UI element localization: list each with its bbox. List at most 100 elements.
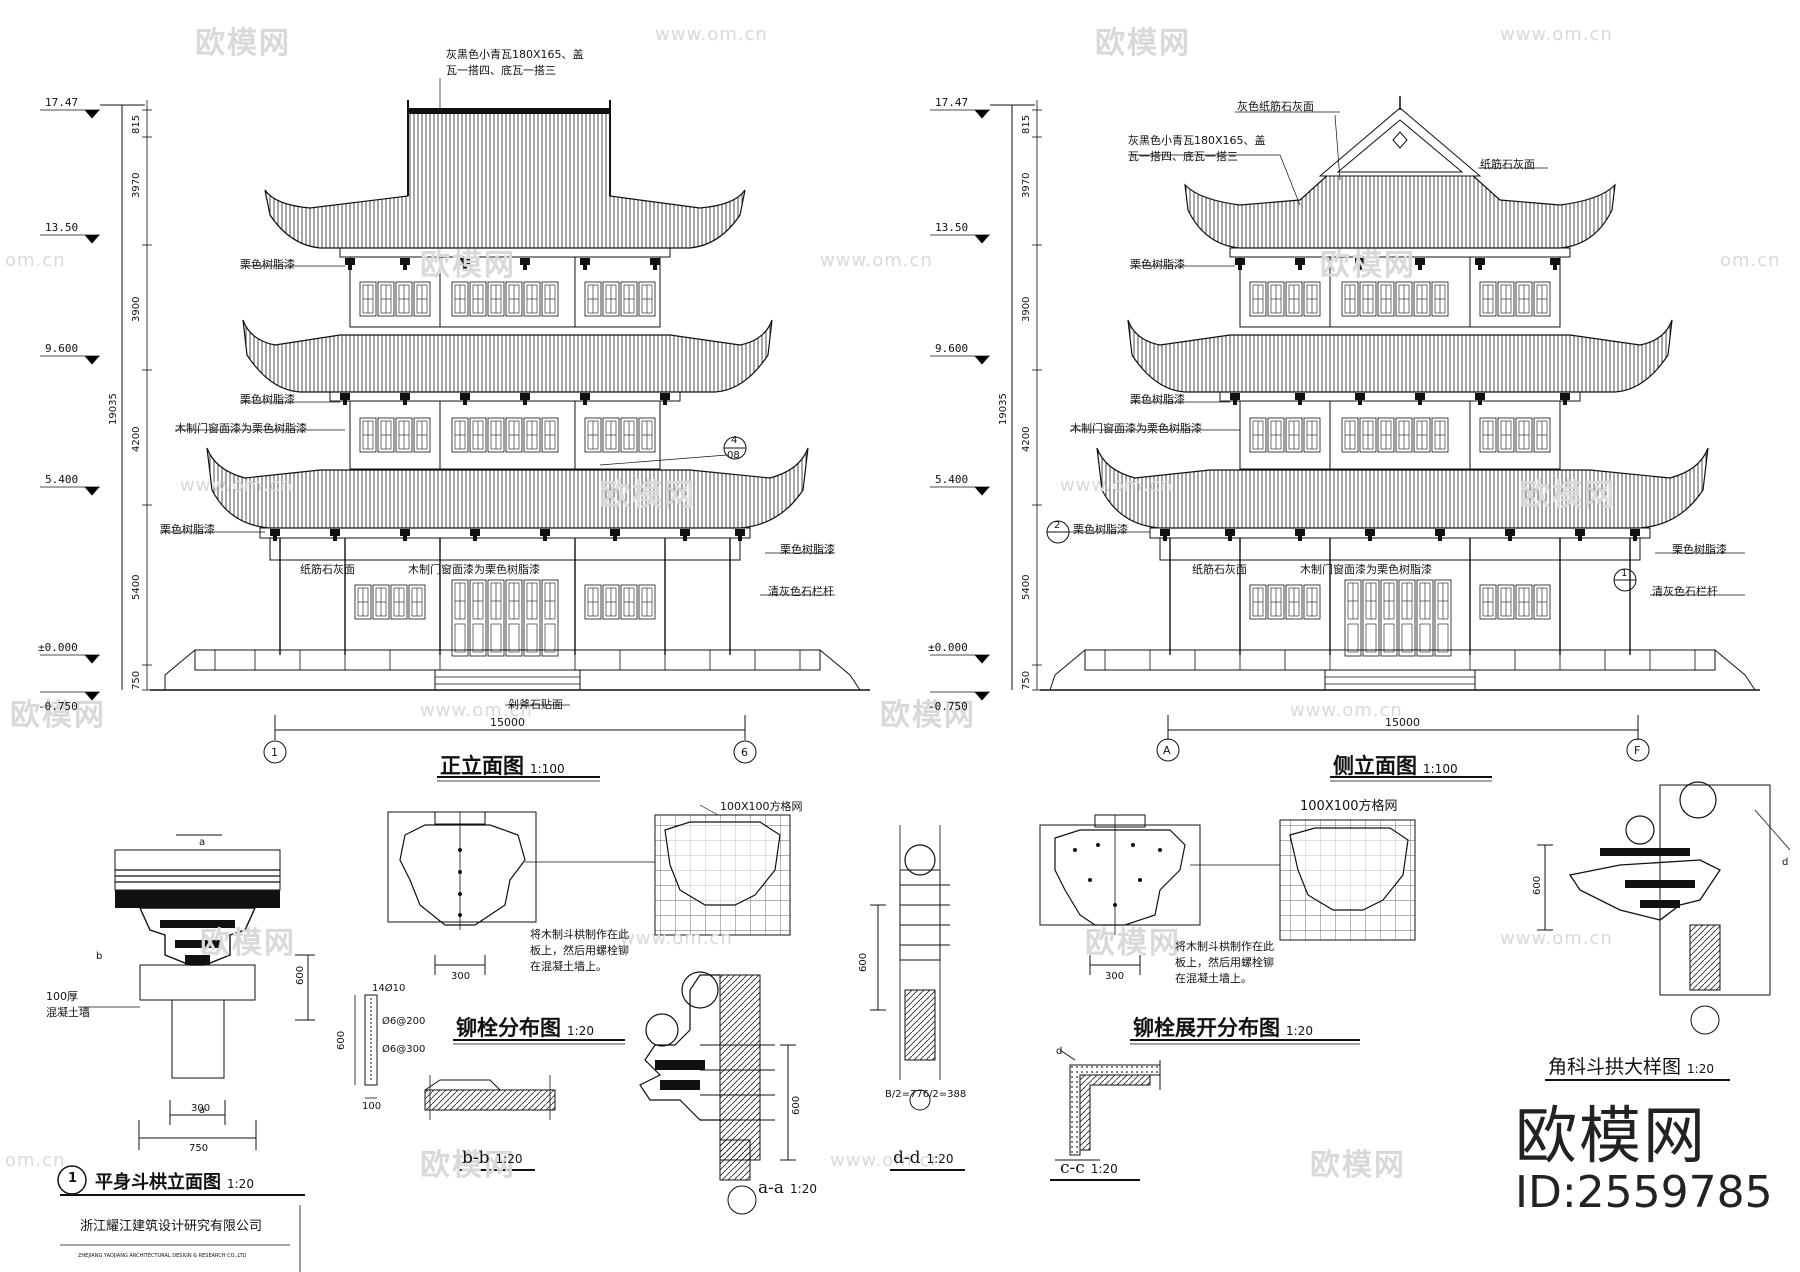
watermark-brand: 欧模网	[200, 926, 296, 961]
level-label: -0.750	[928, 700, 968, 713]
bolt-dim-300: 300	[451, 971, 471, 982]
watermark-brand: 欧模网	[600, 478, 696, 513]
front-door-note: 木制门窗面漆为栗色树脂漆	[408, 563, 540, 576]
section-dd-dim: 600	[858, 952, 869, 972]
bolt-note-3: 在混凝土墙上。	[530, 960, 607, 973]
total-height-dim: 19035	[108, 393, 119, 425]
watermark-url: www.om.cn	[830, 1150, 943, 1171]
side-wall-finish: 纸筋石灰面	[1192, 563, 1247, 576]
side-callout-b: 1	[1621, 568, 1628, 579]
watermark-url: www.om.cn	[180, 475, 293, 496]
watermark-brand: 欧模网	[1095, 26, 1191, 61]
side-axis-left: A	[1163, 744, 1171, 757]
watermark-brand: 欧模网	[195, 26, 291, 61]
watermark-brand: 欧模网	[1320, 248, 1416, 283]
segment-dim: 3900	[131, 296, 142, 322]
section-cc-drawing	[1055, 1049, 1161, 1161]
front-base-note: 剁斧石贴面	[508, 698, 563, 711]
side-elevation	[930, 96, 1760, 762]
side-paint-note-2: 栗色树脂漆	[1130, 393, 1185, 406]
segment-dim: 3970	[1021, 172, 1032, 198]
bolt-grid-note: 100X100方格网	[720, 800, 803, 813]
unfold-dim-300: 300	[1105, 971, 1125, 982]
rebar-note-2: Ø6@200	[382, 1016, 426, 1027]
side-rail-note: 清灰色石栏杆	[1652, 585, 1718, 598]
watermark-brand: 欧模网	[420, 248, 516, 283]
front-roof-note-2: 瓦一搭四、底瓦一搭三	[446, 64, 556, 77]
level-label: 17.47	[45, 96, 79, 109]
side-roof-note-2: 瓦一搭四、底瓦一搭三	[1128, 150, 1238, 163]
front-callout-sheet: 08	[727, 450, 740, 461]
section-cc-mark: d	[1056, 1046, 1063, 1057]
corner-bracket-drawing	[1537, 781, 1791, 1035]
bracket-elevation-num: 1	[68, 1171, 78, 1186]
bracket-elevation-num-circle	[57, 1165, 87, 1195]
corner-bracket-dim: 600	[1532, 875, 1543, 895]
watermark-brand: 欧模网	[420, 1148, 516, 1183]
title-underlines	[60, 776, 1730, 1272]
section-aa-drawing	[639, 971, 796, 1215]
watermark-url: www.om.cn	[1500, 24, 1613, 45]
bracket-dim-600: 600	[295, 965, 306, 985]
front-paint-note-3: 木制门窗面漆为栗色树脂漆	[175, 422, 307, 435]
front-roof-note-1: 灰黑色小青瓦180X165、盖	[446, 48, 584, 61]
level-label: 9.600	[45, 342, 79, 355]
level-label: 13.50	[45, 221, 79, 234]
brand-logo: 欧模网	[1515, 1099, 1708, 1172]
watermark-url: om.cn	[1720, 250, 1781, 271]
section-dd-formula: B/2=776/2=388	[885, 1089, 967, 1100]
watermark-brand: 欧模网	[880, 698, 976, 733]
segment-dim: 5400	[131, 574, 142, 600]
watermark-url: om.cn	[5, 250, 66, 271]
side-paint-note-4: 栗色树脂漆	[1073, 523, 1128, 536]
brand-id: ID:2559785	[1515, 1167, 1773, 1218]
rebar-height: 600	[336, 1030, 347, 1050]
bracket-mark-a: a	[199, 1105, 206, 1116]
unfold-grid-note: 100X100方格网	[1300, 799, 1398, 814]
side-door-note: 木制门窗面漆为栗色树脂漆	[1300, 563, 1432, 576]
side-gable-note: 灰色纸筋石灰面	[1237, 100, 1314, 113]
front-callout-num: 4	[731, 435, 738, 446]
bracket-wall-note-2: 混凝土墙	[46, 1006, 90, 1019]
level-label: ±0.000	[38, 641, 78, 654]
bolt-note-2: 板上，然后用螺栓铆	[530, 944, 629, 957]
front-width-dim: 15000	[490, 716, 525, 729]
front-axis-left: 1	[271, 746, 278, 759]
side-callout-a: 2	[1054, 520, 1061, 531]
front-axis-right: 6	[741, 746, 748, 759]
front-paint-note-4: 栗色树脂漆	[160, 523, 215, 536]
company-name: 浙江耀江建筑设计研究有限公司	[80, 1219, 263, 1234]
front-paint-note-2: 栗色树脂漆	[240, 393, 295, 406]
side-gable-wall: 纸筋石灰面	[1480, 158, 1535, 171]
watermark-url: www.om.cn	[820, 250, 933, 271]
bracket-mark-b: b	[96, 951, 103, 962]
watermark-brand: 欧模网	[1085, 926, 1181, 961]
level-label: 13.50	[935, 221, 969, 234]
watermark-brand: 欧模网	[10, 698, 106, 733]
section-bb-drawing	[424, 1075, 556, 1120]
bracket-elevation-drawing	[78, 834, 378, 1150]
side-paint-note-3: 木制门窗面漆为栗色树脂漆	[1070, 422, 1202, 435]
bolt-unfold-drawing	[1039, 814, 1416, 975]
unfold-note-3: 在混凝土墙上。	[1175, 972, 1252, 985]
watermark-url: om.cn	[5, 1150, 66, 1171]
watermark-url: www.om.cn	[1290, 700, 1403, 721]
level-label: ±0.000	[928, 641, 968, 654]
bracket-wall-note-1: 100厚	[46, 990, 78, 1003]
level-label: -0.750	[38, 700, 78, 713]
segment-dim: 750	[131, 670, 142, 690]
level-label: 5.400	[45, 473, 79, 486]
unfold-note-2: 板上，然后用螺栓铆	[1175, 956, 1274, 969]
segment-dim: 4200	[131, 426, 142, 452]
bracket-dim-300: 300	[191, 1103, 211, 1114]
rebar-note-1: 14Ø10	[372, 983, 406, 994]
